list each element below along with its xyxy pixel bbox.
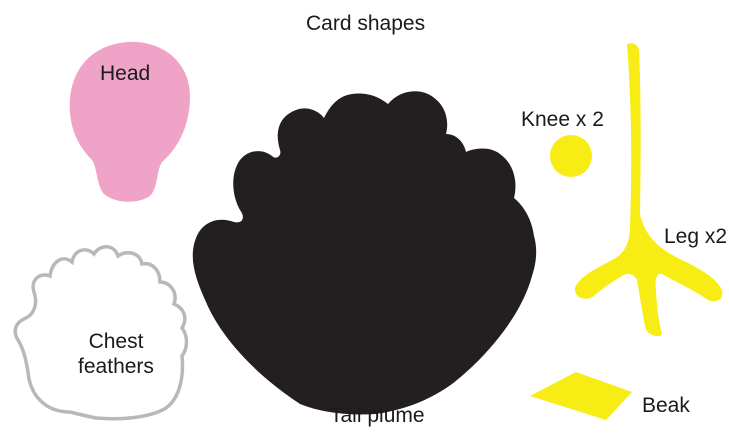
tail-plume-label: Tail plume bbox=[330, 404, 425, 429]
tail-plume-shape bbox=[193, 91, 536, 414]
knee-shape bbox=[550, 135, 592, 177]
knee-label: Knee x 2 bbox=[521, 108, 604, 133]
head-label: Head bbox=[100, 62, 150, 87]
diagram-title: Card shapes bbox=[306, 12, 425, 37]
leg-label: Leg x2 bbox=[664, 225, 727, 250]
chest-feathers-label: Chest feathers bbox=[66, 330, 166, 380]
leg-shape bbox=[575, 43, 722, 336]
beak-label: Beak bbox=[642, 394, 690, 419]
beak-shape bbox=[530, 372, 632, 420]
